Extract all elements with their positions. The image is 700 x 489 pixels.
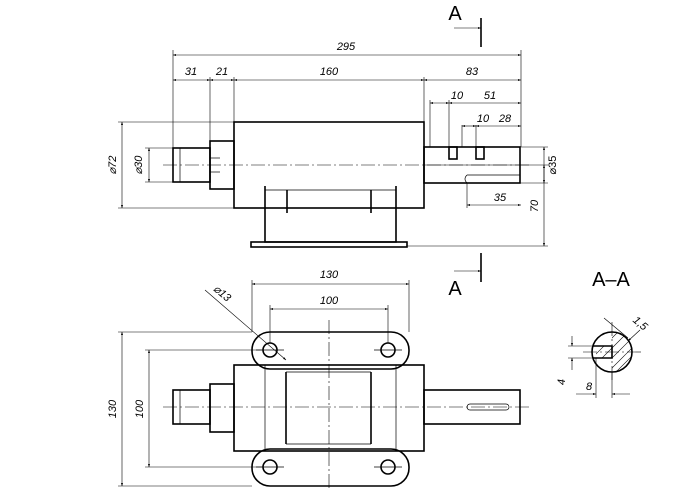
keyway-2 bbox=[475, 146, 485, 160]
mounting-lug-bottom bbox=[251, 448, 410, 487]
dim-shaft-diameter-left: ⌀30 bbox=[133, 155, 145, 175]
dim-section-chamfer: 1,5 bbox=[630, 314, 650, 334]
dim-plate-inner: 100 bbox=[320, 295, 339, 307]
dim-section-key-depth: 4 bbox=[556, 379, 568, 385]
section-marker-top: A bbox=[448, 3, 482, 47]
base-plate bbox=[250, 241, 408, 248]
front-dimensions: 295 31 21 160 83 10 51 10 28 35 70 ⌀35 bbox=[107, 41, 559, 247]
section-a-a: A–A 1,5 4 8 bbox=[556, 269, 650, 398]
section-marker-bottom: A bbox=[448, 253, 482, 300]
base-bracket bbox=[264, 186, 397, 243]
dim-keyway-pos: 28 bbox=[498, 113, 512, 125]
section-letter-top: A bbox=[448, 3, 462, 25]
dim-plan-outer: 130 bbox=[107, 399, 119, 418]
dim-section-key-width: 8 bbox=[586, 381, 593, 393]
dim-right-key: 35 bbox=[494, 192, 507, 204]
mounting-lug-top bbox=[251, 331, 410, 370]
keyway-1 bbox=[448, 146, 458, 160]
dim-plan-inner: 100 bbox=[134, 399, 146, 418]
dim-keyway-width-1: 10 bbox=[451, 90, 464, 102]
dim-hole-diameter: ⌀13 bbox=[211, 283, 234, 305]
dim-body: 160 bbox=[320, 66, 339, 78]
dim-body-diameter: ⌀72 bbox=[107, 156, 119, 175]
dim-keyway-offset: 51 bbox=[484, 90, 496, 102]
dim-collar: 21 bbox=[215, 66, 228, 78]
dim-right-shaft: 83 bbox=[466, 66, 479, 78]
dim-base-height: 70 bbox=[529, 199, 541, 212]
dim-shaft-diameter-right: ⌀35 bbox=[547, 156, 559, 175]
plan-view bbox=[163, 320, 530, 489]
front-view bbox=[163, 121, 530, 248]
dim-left-stub: 31 bbox=[185, 66, 197, 78]
dim-overall-length: 295 bbox=[336, 41, 356, 53]
collar-plan bbox=[209, 383, 235, 433]
dim-plate-outer: 130 bbox=[320, 269, 339, 281]
section-letter-bottom: A bbox=[448, 278, 462, 300]
section-title: A–A bbox=[592, 269, 630, 291]
dim-keyway-width-2: 10 bbox=[477, 113, 490, 125]
